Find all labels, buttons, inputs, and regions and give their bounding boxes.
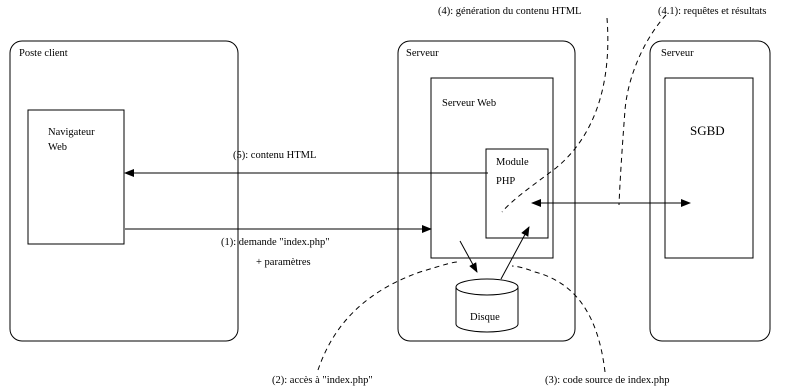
server1-label: Serveur <box>406 48 439 59</box>
step4-label: (4): génération du contenu HTML <box>438 6 581 17</box>
webserver-box <box>430 77 554 259</box>
webserver-label: Serveur Web <box>442 98 496 109</box>
leader-step41 <box>618 14 667 206</box>
php-module-label-line1: Module <box>496 157 529 168</box>
leader-step2 <box>317 261 459 371</box>
step2-label: (2): accès à "index.php" <box>272 375 373 386</box>
arrow-disk-to-php <box>500 226 530 280</box>
step1-label-line1: (1): demande "index.php" <box>221 237 330 248</box>
php-module-box <box>485 148 549 239</box>
php-module-label-line2: PHP <box>496 176 515 187</box>
dbms-label: SGBD <box>690 123 725 138</box>
browser-box <box>27 109 125 245</box>
step5-label: (5): contenu HTML <box>233 150 316 161</box>
disk-label: Disque <box>470 312 500 323</box>
client-label: Poste client <box>19 48 68 59</box>
leader-step4 <box>501 17 609 213</box>
step1-label-line2: + paramètres <box>256 257 311 268</box>
dbms-box <box>664 77 754 259</box>
server2-box <box>649 40 771 342</box>
client-box <box>9 40 239 342</box>
disk-cylinder <box>455 278 519 333</box>
server2-label: Serveur <box>661 48 694 59</box>
browser-label-line2: Web <box>48 142 67 153</box>
leader-step3 <box>511 265 606 373</box>
browser-label-line1: Navigateur <box>48 127 95 138</box>
server1-box <box>397 40 576 342</box>
arrow-to-disk <box>459 240 478 273</box>
step41-label: (4.1): requêtes et résultats <box>658 6 766 17</box>
step3-label: (3): code source de index.php <box>545 375 670 386</box>
